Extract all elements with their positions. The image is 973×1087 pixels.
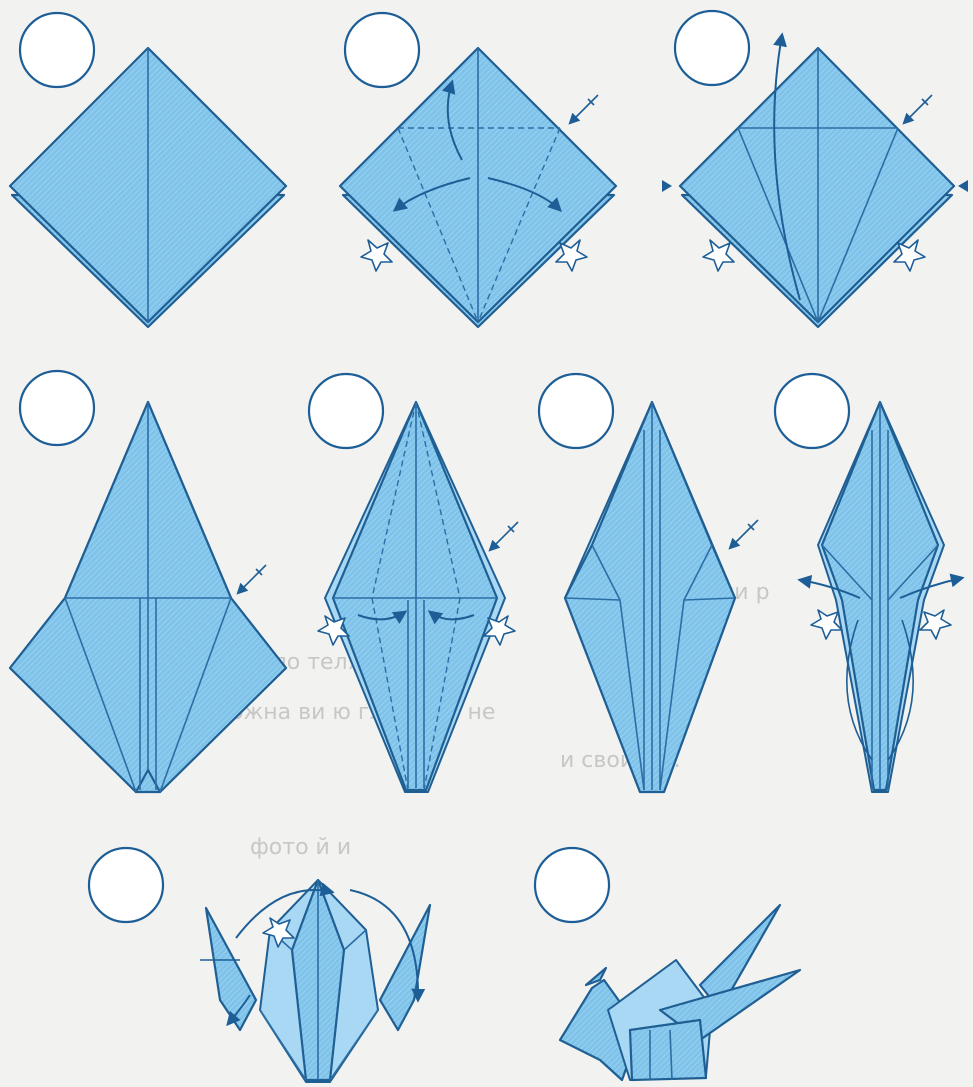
step-circle-4	[20, 371, 94, 445]
step-circle-7	[775, 374, 849, 448]
step-5-narrowing-fold	[309, 374, 518, 792]
step-circle-6	[539, 374, 613, 448]
step-8-crane-legs-up	[89, 848, 430, 1082]
cut-arrow-icon	[730, 520, 758, 548]
star-icon	[894, 240, 925, 271]
cut-arrow-icon	[904, 95, 932, 123]
step-circle-2	[345, 13, 419, 87]
star-icon	[556, 240, 587, 271]
step-9-finished-crane	[535, 848, 800, 1080]
step-3-petal-fold-marks	[662, 11, 968, 327]
step-7-narrow-diamond	[775, 374, 962, 792]
star-icon	[361, 240, 392, 271]
step-2-kite-fold-marks	[340, 13, 616, 327]
step-6-folded-bird-base	[539, 374, 758, 792]
star-icon	[703, 240, 734, 271]
step-circle-3	[675, 11, 749, 85]
star-icon	[811, 610, 842, 639]
star-icon	[920, 610, 951, 639]
side-marker-icon	[662, 180, 672, 192]
step-circle-5	[309, 374, 383, 448]
cut-arrow-icon	[238, 565, 266, 593]
cut-arrow-icon	[490, 522, 518, 550]
step-circle-1	[20, 13, 94, 87]
step-4-bird-base	[10, 371, 286, 792]
step-circle-8	[89, 848, 163, 922]
step-1-square-base	[10, 13, 286, 327]
cut-arrow-icon	[570, 95, 598, 123]
step-circle-9	[535, 848, 609, 922]
side-marker-icon	[958, 180, 968, 192]
